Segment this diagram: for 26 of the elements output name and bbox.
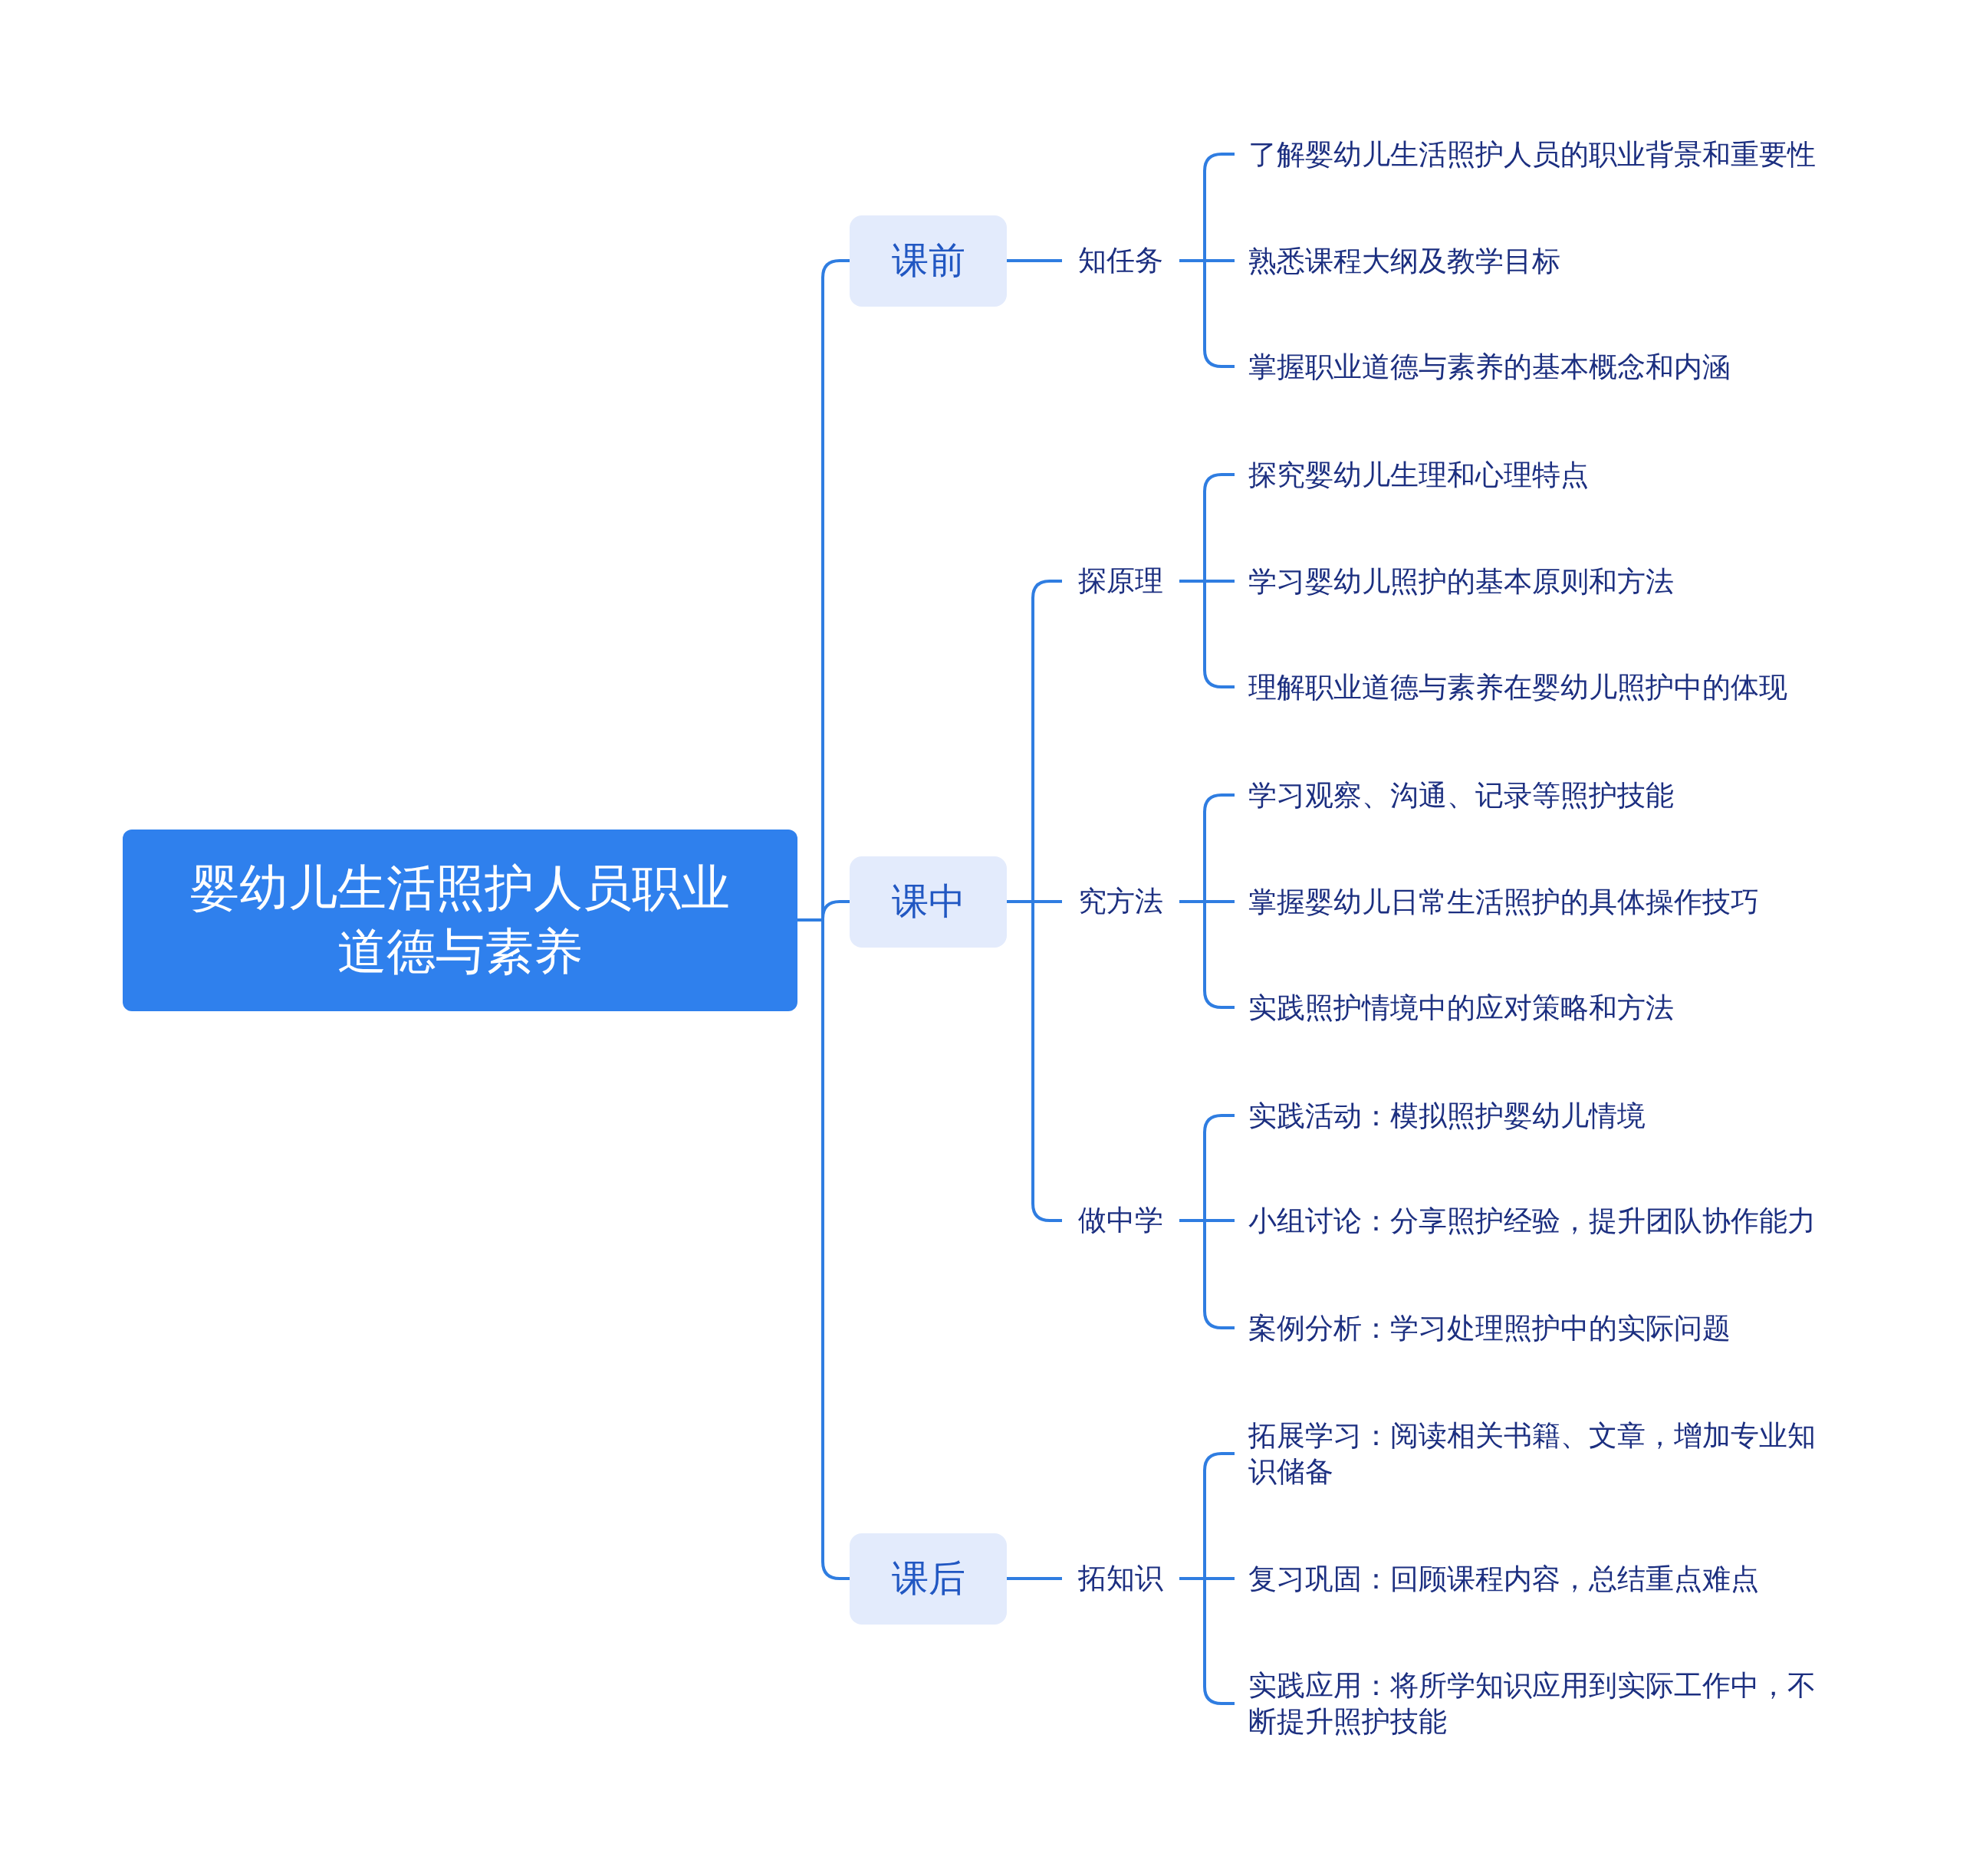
leaf-text: 实践应用：将所学知识应用到实际工作中，不断提升照护技能 bbox=[1235, 1667, 1820, 1740]
leaf-text: 实践活动：模拟照护婴幼儿情境 bbox=[1235, 1097, 1820, 1134]
leaf-text: 学习观察、沟通、记录等照护技能 bbox=[1235, 777, 1820, 813]
branch-label: 究方法 bbox=[1062, 882, 1179, 921]
leaf-text: 熟悉课程大纲及教学目标 bbox=[1235, 242, 1820, 279]
leaf-text: 学习婴幼儿照护的基本原则和方法 bbox=[1235, 563, 1820, 600]
leaf-text: 探究婴幼儿生理和心理特点 bbox=[1235, 456, 1820, 493]
root-topic-box: 婴幼儿生活照护人员职业道德与素养 bbox=[123, 829, 797, 1011]
branch-label: 知任务 bbox=[1062, 241, 1179, 280]
leaf-text: 掌握职业道德与素养的基本概念和内涵 bbox=[1235, 348, 1820, 385]
branch-label: 做中学 bbox=[1062, 1201, 1179, 1240]
branch-label: 拓知识 bbox=[1062, 1559, 1179, 1598]
branch-label: 探原理 bbox=[1062, 562, 1179, 600]
connector-line bbox=[1007, 1577, 1062, 1580]
leaf-text: 复习巩固：回顾课程内容，总结重点难点 bbox=[1235, 1560, 1820, 1597]
leaf-text: 理解职业道德与素养在婴幼儿照护中的体现 bbox=[1235, 669, 1820, 705]
subtopic-box: 课后 bbox=[850, 1533, 1007, 1625]
leaf-text: 小组讨论：分享照护经验，提升团队协作能力 bbox=[1235, 1202, 1820, 1239]
leaf-text: 案例分析：学习处理照护中的实际问题 bbox=[1235, 1309, 1820, 1346]
leaf-text: 拓展学习：阅读相关书籍、文章，增加专业知识储备 bbox=[1235, 1418, 1820, 1490]
subtopic-box: 课中 bbox=[850, 856, 1007, 948]
leaf-text: 掌握婴幼儿日常生活照护的具体操作技巧 bbox=[1235, 883, 1820, 920]
connector-line bbox=[1007, 259, 1062, 262]
subtopic-box: 课前 bbox=[850, 215, 1007, 307]
leaf-text: 实践照护情境中的应对策略和方法 bbox=[1235, 989, 1820, 1026]
leaf-text: 了解婴幼儿生活照护人员的职业背景和重要性 bbox=[1235, 136, 1820, 172]
